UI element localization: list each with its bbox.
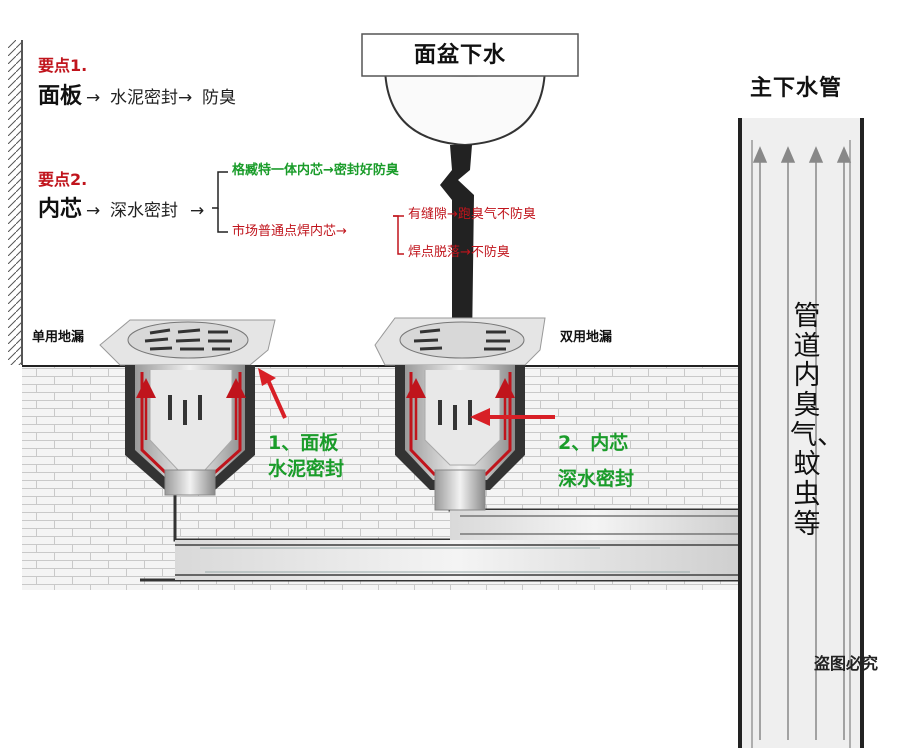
callout-1-line1: 1、面板	[268, 432, 339, 454]
callout-1-line2: 水泥密封	[268, 458, 345, 480]
point2-subject: 内芯	[38, 197, 83, 222]
basin-banner	[361, 33, 579, 77]
annotation-brackets	[212, 171, 404, 255]
point1-flow-2: 防臭	[202, 88, 236, 108]
point2-branch-a: 格臧特一体内芯→密封好防臭	[232, 163, 399, 178]
point1-flow-1: 水泥密封	[110, 88, 178, 108]
single-drain	[99, 319, 276, 496]
callout-2-line2: 深水密封	[558, 468, 635, 490]
main-pipe-label: 主下水管	[750, 76, 843, 101]
point2-heading: 要点2.	[38, 170, 88, 189]
point2-branch-b1: 有缝隙→跑臭气不防臭	[408, 207, 536, 222]
single-drain-label: 单用地漏	[32, 330, 85, 345]
point2-flow: 深水密封	[110, 201, 178, 221]
callout-arrows	[258, 368, 555, 426]
callout-2-line1: 2、内芯	[558, 432, 629, 454]
point2-branch-b2: 焊点脱落→不防臭	[408, 245, 510, 260]
point1-subject: 面板	[38, 84, 83, 109]
basin-label: 面盆下水	[414, 43, 507, 68]
main-pipe-inside-text: 管道内臭气、蚊虫等	[790, 301, 844, 540]
watermark: 盗图必究	[814, 654, 879, 673]
main-pipe	[738, 118, 864, 748]
dual-drain	[374, 317, 546, 511]
dual-drain-label: 双用地漏	[560, 330, 613, 345]
left-wall	[8, 40, 23, 365]
arrow-icon: →	[178, 88, 193, 108]
arrow-icon: →	[86, 201, 101, 221]
point1-heading: 要点1.	[38, 56, 88, 75]
arrow-icon: →	[190, 201, 205, 221]
point2-branch-b: 市场普通点焊内芯→	[232, 224, 347, 239]
arrow-icon: →	[86, 88, 101, 108]
wash-basin	[383, 64, 547, 345]
